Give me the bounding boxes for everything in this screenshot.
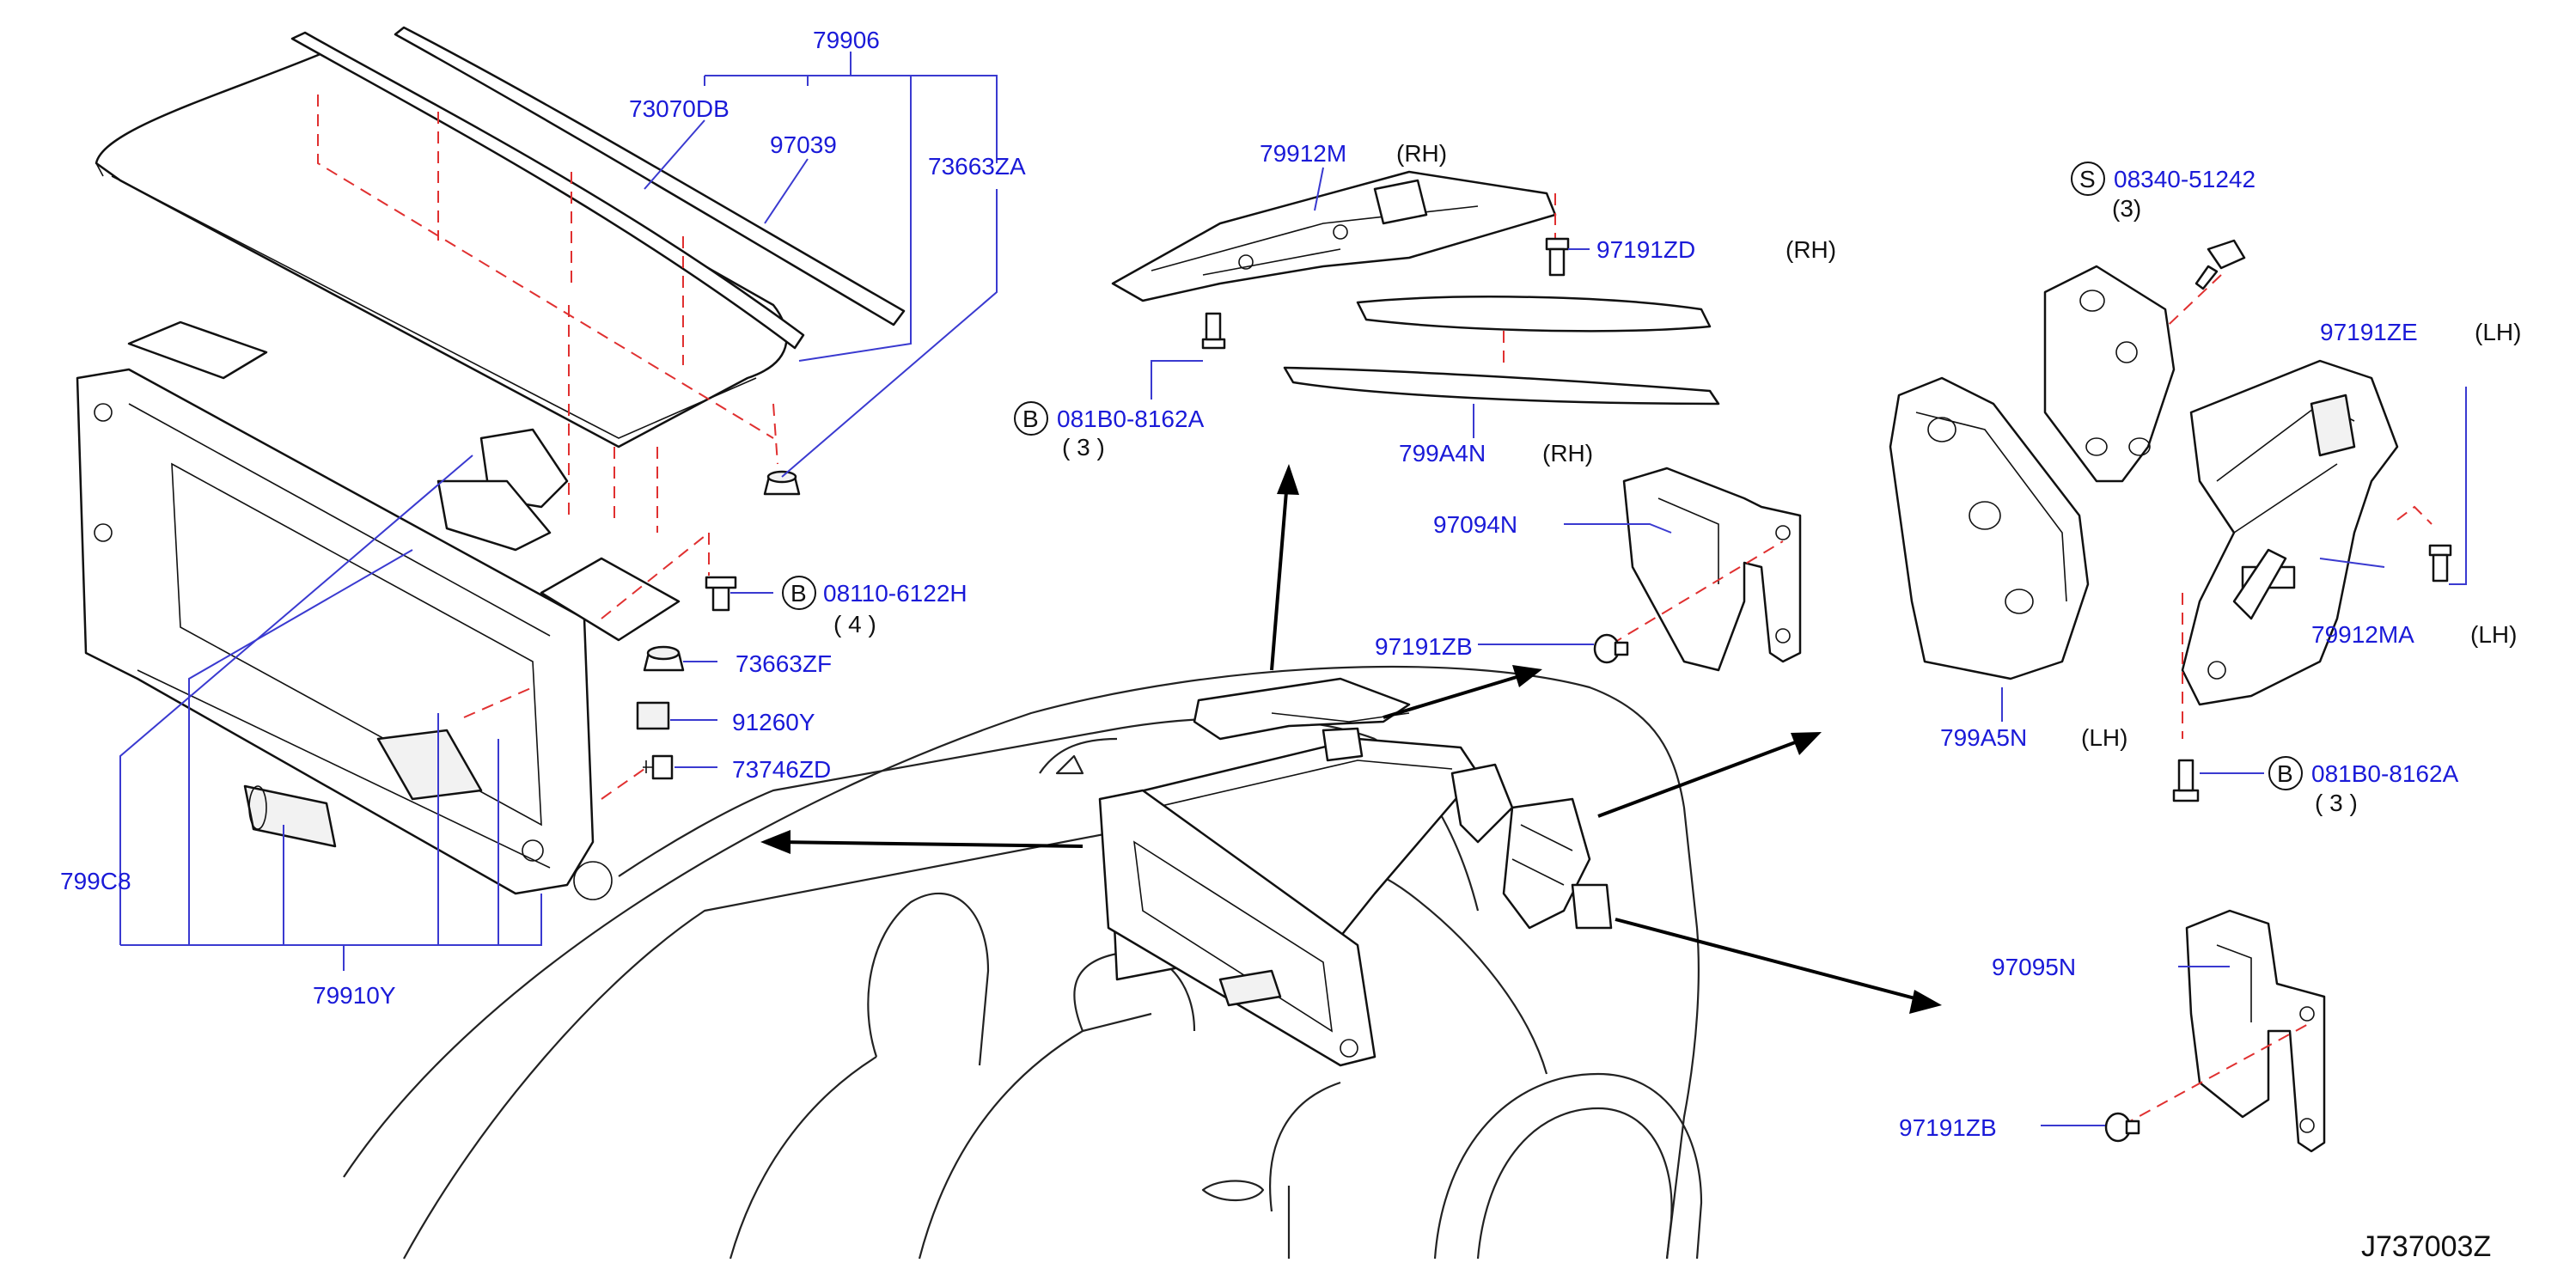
b-symbol-circle-1 [782,576,816,610]
label-79912M[interactable]: 79912M [1260,140,1346,167]
s-symbol-circle [2071,162,2105,196]
label-799C8[interactable]: 799C8 [60,868,131,894]
label-79906[interactable]: 79906 [813,27,880,53]
bolt-73746ZD [643,754,674,780]
label-73663ZF[interactable]: 73663ZF [736,650,832,677]
grommet-73663ZA [763,470,801,496]
label-97191ZB-top[interactable]: 97191ZB [1375,633,1473,660]
garnish-upper-RH [1356,296,1712,332]
label-73746ZD[interactable]: 73746ZD [732,756,831,783]
bolt-97191ZD [1545,237,1570,277]
side-97191ZE: (LH) [2475,319,2521,345]
seal-91260Y [636,701,670,730]
label-73663ZA[interactable]: 73663ZA [928,153,1026,180]
qty-08340: (3) [2112,195,2141,222]
label-08110-6122H[interactable]: 08110-6122H [823,580,968,607]
clip-97191ZB-top [1593,633,1629,664]
rear-deck-assembly-installed [1098,677,1613,1067]
deck-dashed-lines [317,95,778,533]
label-799A4N[interactable]: 799A4N [1399,440,1486,467]
b-symbol-3: B [2277,760,2293,787]
bolt-97191ZE [2428,544,2452,583]
hinge-79912MA-LH [2181,359,2433,739]
frame-dashed-lines [463,532,710,800]
side-799A4N: (RH) [1542,440,1593,467]
label-97191ZE[interactable]: 97191ZE [2320,319,2418,345]
bracket-97094N [1610,467,1802,672]
diagram-code: J737003Z [2361,1230,2491,1263]
pointer-arrows [760,464,1942,1014]
label-91260Y[interactable]: 91260Y [732,709,815,735]
b-symbol-2: B [1022,406,1039,432]
label-97095N[interactable]: 97095N [1992,954,2076,980]
clip-97191ZB-bot [2104,1112,2140,1143]
label-97191ZB-bot[interactable]: 97191ZB [1899,1114,1997,1141]
label-79910Y[interactable]: 79910Y [313,982,396,1009]
label-97039[interactable]: 97039 [770,131,837,158]
label-79912MA[interactable]: 79912MA [2311,621,2414,648]
label-08340-51242[interactable]: 08340-51242 [2114,166,2256,192]
side-97191ZD: (RH) [1785,236,1836,263]
leader-lines [119,52,2467,1126]
part-labels: 79906 73070DB 97039 73663ZA B 08110-6122… [60,27,2521,1263]
side-799A5N: (LH) [2081,724,2127,751]
molding-73070DB [290,31,805,350]
frame-assembly-79910Y [76,320,681,900]
bolt-08110-6122H [705,576,737,612]
label-081B0-8162A-bot[interactable]: 081B0-8162A [2311,760,2459,787]
qty-081B0-top: ( 3 ) [1062,434,1105,461]
s-symbol: S [2079,166,2096,192]
side-79912MA: (LH) [2470,621,2517,648]
grommet-73663ZF [643,645,685,672]
cover-799A5N-LH [1889,376,2090,680]
hinge-79912M-RH [1111,170,1557,302]
bolt-08340-51242 [2139,239,2246,353]
molding-97039 [394,26,906,326]
bolt-081B0-top [1201,312,1226,350]
bracket-97095N [2121,909,2326,1153]
b-symbol-circle-3 [2268,756,2303,790]
cover-plate-upper [2043,265,2176,483]
label-97094N[interactable]: 97094N [1433,511,1517,538]
b-symbol-circle-2 [1014,401,1048,436]
qty-081B0-bot: ( 3 ) [2315,790,2358,816]
label-73070DB[interactable]: 73070DB [629,95,729,122]
label-799A5N[interactable]: 799A5N [1940,724,2027,751]
bolt-081B0-bot [2172,759,2200,802]
b-symbol-1: B [791,580,807,607]
qty-08110: ( 4 ) [833,611,876,638]
label-081B0-8162A-top[interactable]: 081B0-8162A [1057,406,1205,432]
side-79912M: (RH) [1396,140,1447,167]
label-97191ZD[interactable]: 97191ZD [1596,236,1695,263]
garnish-799A4N-RH [1283,331,1720,406]
